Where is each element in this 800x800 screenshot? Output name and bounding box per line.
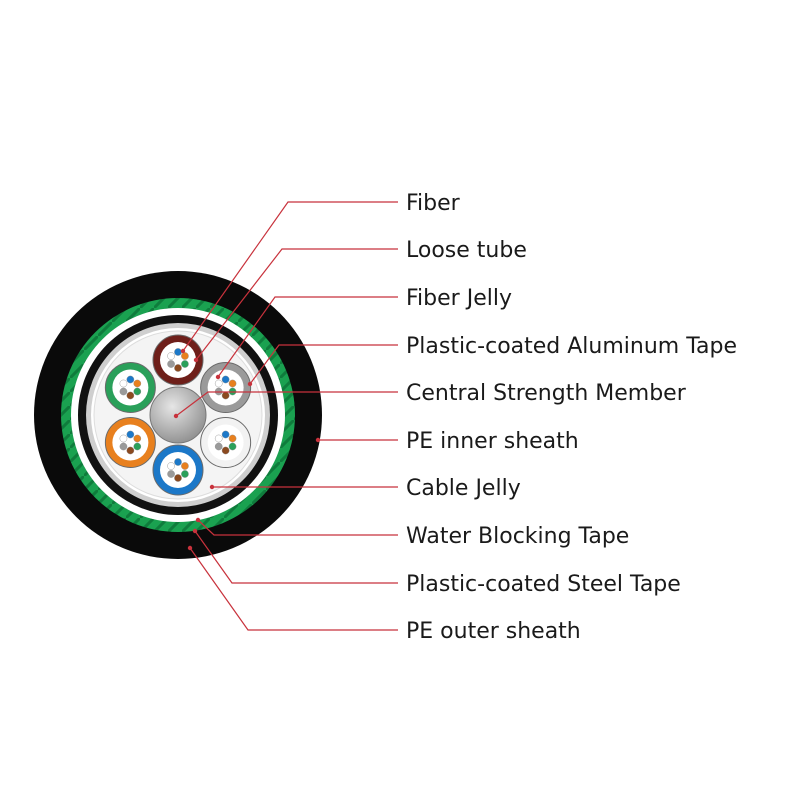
- fiber-blue-0: [174, 458, 182, 466]
- fiber-jelly-brown: [160, 342, 196, 378]
- fiber-gray-1: [228, 379, 237, 388]
- leader-dot-pe-outer-sheath: [187, 545, 193, 551]
- fiber-orange-1: [133, 434, 142, 443]
- leader-dot-cable-jelly: [209, 484, 215, 490]
- fiber-brown-4: [167, 360, 175, 368]
- leader-line-water-blocking-tape: [197, 519, 398, 536]
- fiber-orange-0: [126, 430, 135, 439]
- fiber-gray-0: [221, 375, 230, 384]
- leader-dot-aluminum-tape: [247, 381, 253, 387]
- leader-line-fiber-jelly: [217, 296, 398, 378]
- fiber-brown-1: [181, 352, 189, 360]
- fiber-jelly-white: [207, 424, 244, 461]
- leader-line-aluminum-tape: [249, 344, 398, 385]
- fiber-blue-3: [174, 474, 182, 482]
- label-loose-tube: Loose tube: [406, 238, 527, 263]
- fiber-jelly-green: [112, 369, 149, 406]
- fiber-green-0: [126, 375, 135, 384]
- fiber-blue-4: [167, 470, 175, 478]
- fiber-blue-5: [167, 462, 175, 470]
- fiber-jelly-gray: [207, 369, 244, 406]
- fiber-orange-5: [119, 434, 128, 443]
- fiber-brown-0: [174, 348, 182, 356]
- fiber-brown-2: [181, 360, 189, 368]
- label-pe-inner-sheath: PE inner sheath: [406, 429, 579, 454]
- label-pe-outer-sheath: PE outer sheath: [406, 619, 581, 644]
- fiber-white-5: [214, 434, 223, 443]
- fiber-green-2: [133, 387, 142, 396]
- fiber-blue-2: [181, 470, 189, 478]
- fiber-green-1: [133, 379, 142, 388]
- fiber-green-3: [126, 391, 135, 400]
- fiber-white-3: [221, 446, 230, 455]
- label-central-strength-member: Central Strength Member: [406, 381, 687, 406]
- leader-dot-central-strength-member: [173, 413, 179, 419]
- label-plastic-coated-aluminum-tape: Plastic-coated Aluminum Tape: [406, 334, 737, 359]
- fiber-jelly-orange: [112, 424, 149, 461]
- fiber-blue-1: [181, 462, 189, 470]
- leader-line-steel-tape: [194, 530, 398, 584]
- leader-dot-water-blocking-tape: [195, 517, 201, 523]
- leader-dot-fiber-jelly: [215, 374, 221, 380]
- leader-line-fiber: [182, 201, 398, 352]
- leader-dot-steel-tape: [192, 528, 198, 534]
- fiber-gray-5: [214, 379, 223, 388]
- fiber-white-1: [228, 434, 237, 443]
- leader-line-central-strength-member: [175, 391, 398, 417]
- leader-dot-fiber: [180, 348, 186, 354]
- fiber-white-2: [228, 442, 237, 451]
- fiber-brown-5: [167, 352, 175, 360]
- leader-line-pe-outer-sheath: [189, 547, 398, 631]
- fiber-gray-3: [221, 391, 230, 400]
- fiber-orange-3: [126, 446, 135, 455]
- fiber-brown-3: [174, 364, 182, 372]
- fiber-white-0: [221, 430, 230, 439]
- leader-line-loose-tube: [195, 248, 398, 361]
- leader-lines: [173, 201, 398, 631]
- fiber-white-4: [214, 442, 223, 451]
- label-water-blocking-tape: Water Blocking Tape: [406, 524, 629, 549]
- loose-tubes-group: [104, 334, 252, 496]
- component-labels: Fiber Loose tube Fiber Jelly Plastic-coa…: [406, 191, 737, 644]
- fiber-jelly-blue: [160, 452, 196, 488]
- fiber-orange-2: [133, 442, 142, 451]
- label-cable-jelly: Cable Jelly: [406, 476, 521, 501]
- leader-dot-pe-inner-sheath: [315, 437, 321, 443]
- fiber-green-5: [119, 379, 128, 388]
- fiber-green-4: [119, 387, 128, 396]
- label-fiber-jelly: Fiber Jelly: [406, 286, 512, 311]
- leader-dot-loose-tube: [193, 357, 199, 363]
- label-fiber: Fiber: [406, 191, 461, 216]
- label-plastic-coated-steel-tape: Plastic-coated Steel Tape: [406, 572, 681, 597]
- fiber-orange-4: [119, 442, 128, 451]
